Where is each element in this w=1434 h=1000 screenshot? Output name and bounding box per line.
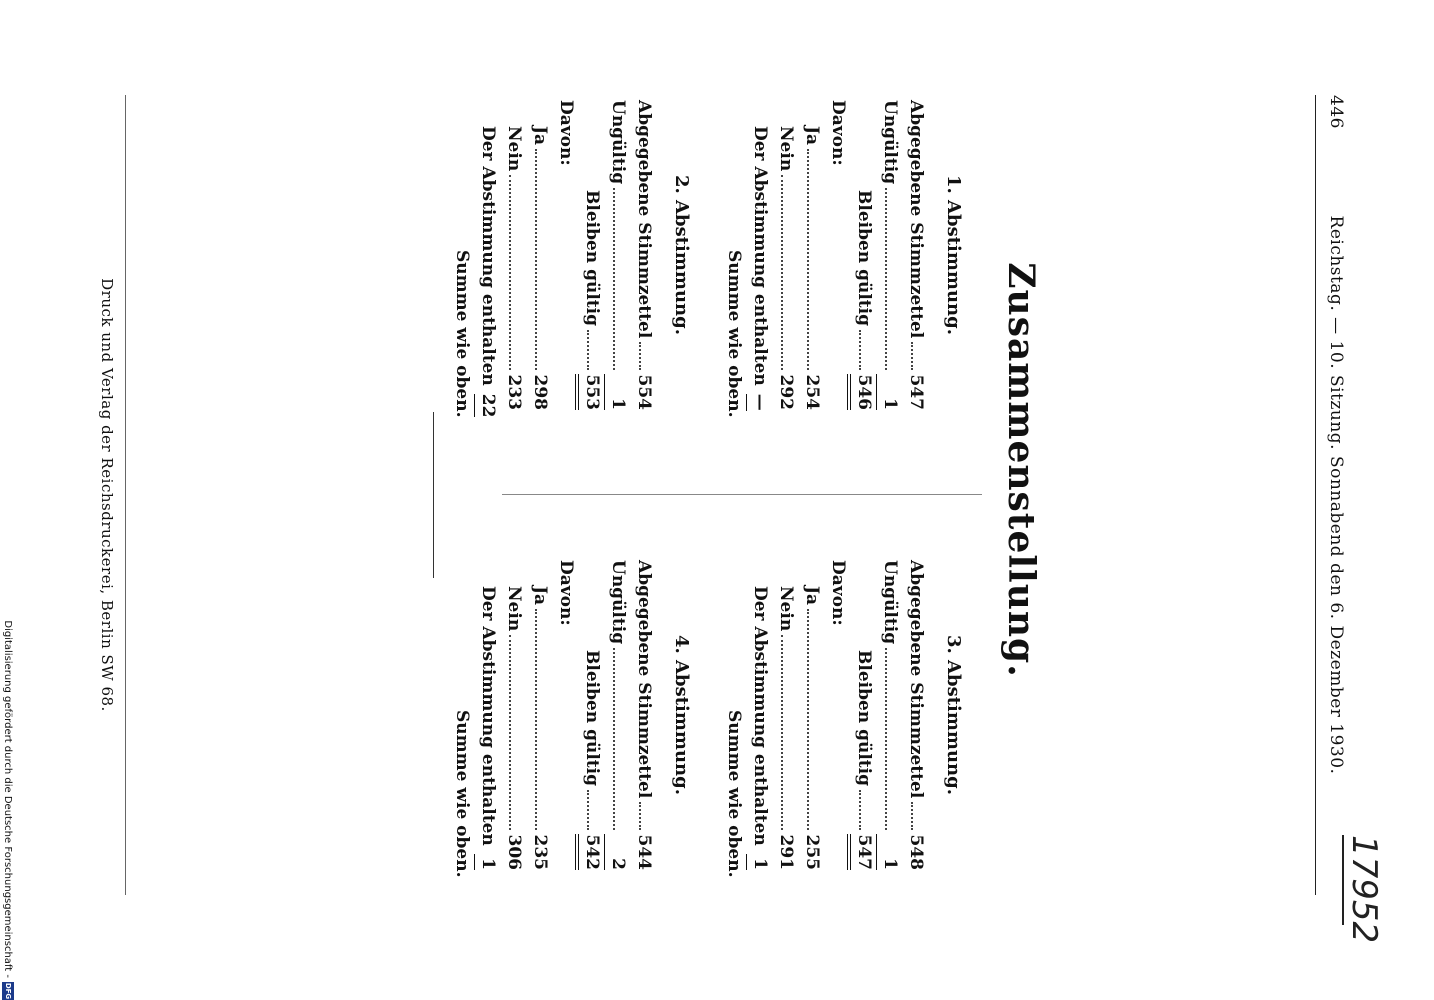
row-summe: Summe wie oben. <box>452 250 472 418</box>
row-summe: Summe wie oben. <box>452 710 472 878</box>
row-davon: Davon: <box>556 100 576 166</box>
row-davon: Davon: <box>828 560 848 626</box>
footer-rule <box>125 95 126 895</box>
dfg-logo: DFG <box>2 982 14 1000</box>
printer-footer: Druck und Verlag der Reichsdruckerei, Be… <box>98 278 116 712</box>
vote-heading: 1. Abstimmung. <box>943 174 964 335</box>
column-divider <box>502 494 982 495</box>
vote-heading: 2. Abstimmung. <box>671 174 692 335</box>
end-rule <box>433 412 434 578</box>
credit-text: Digitalisierung gefördert durch die Deut… <box>2 620 13 978</box>
row-enthalten: Der Abstimmung enthalten— <box>746 100 773 411</box>
row-davon: Davon: <box>556 560 576 626</box>
row-summe: Summe wie oben. <box>724 250 744 418</box>
row-summe: Summe wie oben. <box>724 710 744 878</box>
handwritten-note: 17952 <box>1342 835 1384 944</box>
vote-heading: 4. Abstimmung. <box>671 634 692 795</box>
header-title: Reichstag. — 10. Sitzung. Sonnabend den … <box>1326 215 1346 775</box>
vote-heading: 3. Abstimmung. <box>943 634 964 795</box>
digitization-credit: Digitalisierung gefördert durch die Deut… <box>0 602 15 1000</box>
page-header: 446 Reichstag. — 10. Sitzung. Sonnabend … <box>1315 95 1356 895</box>
row-davon: Davon: <box>828 100 848 166</box>
main-title: Zusammenstellung. <box>1000 262 1042 678</box>
